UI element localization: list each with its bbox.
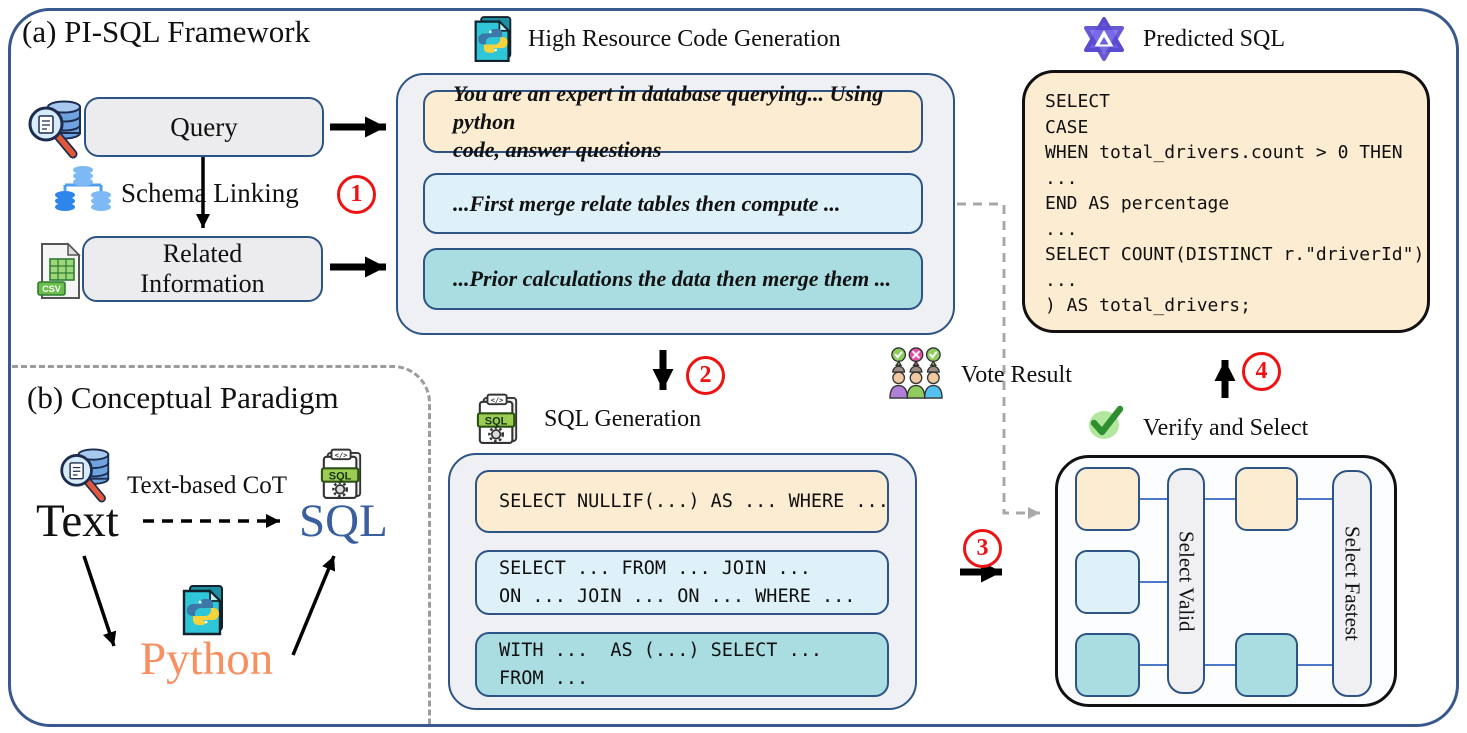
- predicted-sql-code-box: SELECT CASE WHEN total_drivers.count > 0…: [1022, 70, 1430, 333]
- ai-logo-icon: [1083, 15, 1125, 68]
- related-information-label: Related Information: [140, 239, 265, 298]
- step-4-badge: 4: [1242, 352, 1281, 391]
- text-database-search-icon: [58, 446, 112, 509]
- query-box: Query: [84, 97, 324, 157]
- verify-check-icon: [1085, 403, 1127, 446]
- panel-b-dashed-border: [12, 365, 431, 724]
- sql-snippet-3: WITH ... AS (...) SELECT ... FROM ...: [475, 632, 889, 697]
- panel-b-title: (b) Conceptual Paradigm: [27, 380, 339, 415]
- sql-banner-label: SQL: [485, 415, 508, 427]
- python-word: Python: [140, 633, 274, 685]
- text-based-cot-label: Text-based CoT: [127, 472, 288, 499]
- step-3-badge: 3: [963, 529, 1002, 568]
- verify-select-title: Verify and Select: [1143, 415, 1309, 441]
- sql-generation-title: SQL Generation: [544, 406, 702, 432]
- python-file-icon: [180, 583, 226, 642]
- candidate-box-3: [1075, 633, 1140, 697]
- code-tab-label: </>: [335, 450, 348, 459]
- step-1-badge: 1: [337, 175, 376, 214]
- figure-outer-border: [8, 8, 1459, 727]
- predicted-sql-title: Predicted SQL: [1143, 26, 1285, 52]
- sql-snippet-1: SELECT NULLIF(...) AS ... WHERE ...: [475, 470, 889, 533]
- high-resource-title: High Resource Code Generation: [528, 26, 841, 52]
- prompt-prior-calc: ...Prior calculations the data then merg…: [423, 248, 923, 310]
- valid-candidate-box-2: [1235, 633, 1298, 697]
- step-2-badge: 2: [686, 356, 725, 395]
- python-file-icon: [472, 14, 514, 69]
- schema-linking-icon: [52, 165, 114, 220]
- prompt-system: You are an expert in database querying..…: [423, 81, 923, 162]
- select-valid-bar: Select Valid: [1167, 468, 1205, 694]
- vote-result-label: Vote Result: [961, 362, 1072, 388]
- sql-file-icon: </> SQL: [320, 448, 364, 505]
- related-information-box: Related Information: [82, 236, 323, 302]
- text-word: Text: [36, 495, 119, 547]
- valid-candidate-box-1: [1235, 467, 1298, 531]
- panel-a-title: (a) PI-SQL Framework: [22, 14, 311, 49]
- query-database-search-icon: [26, 98, 84, 165]
- candidate-box-2: [1075, 550, 1140, 614]
- sql-word: SQL: [299, 495, 388, 547]
- sql-banner-label: SQL: [329, 470, 352, 482]
- select-fastest-bar: Select Fastest: [1332, 470, 1372, 697]
- csv-badge-label: CSV: [42, 284, 61, 294]
- csv-file-icon: CSV: [36, 242, 82, 305]
- sql-file-icon: </> SQL: [476, 393, 520, 450]
- sql-snippet-2: SELECT ... FROM ... JOIN ... ON ... JOIN…: [475, 550, 889, 615]
- candidate-box-1: [1075, 467, 1140, 531]
- code-tab-label: </>: [491, 395, 504, 404]
- vote-result-icon: [889, 346, 943, 405]
- query-label: Query: [170, 111, 238, 142]
- schema-linking-label: Schema Linking: [121, 178, 299, 208]
- prompt-merge-first: ...First merge relate tables then comput…: [423, 173, 923, 234]
